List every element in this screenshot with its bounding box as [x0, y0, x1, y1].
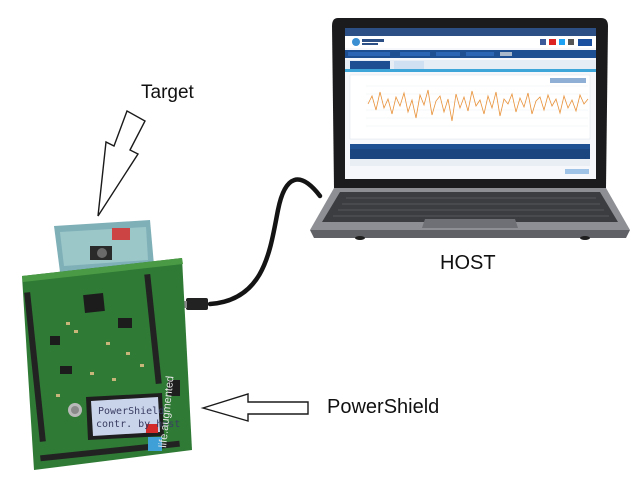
lcd-line-1: PowerShield [98, 406, 164, 417]
arrow-to-target-icon [97, 109, 146, 217]
lcd-screen [91, 397, 160, 436]
usb-cable-icon [177, 177, 323, 310]
lcd-line-2: contr. by host [96, 419, 180, 430]
powershield-label: PowerShield [327, 396, 440, 418]
host-label: HOST [440, 252, 496, 274]
powershield-board: PowerShield contr. by host life.augmente… [22, 220, 192, 470]
arrow-to-powershield-icon [200, 393, 309, 422]
laptop-icon [310, 18, 630, 240]
target-label: Target [141, 82, 194, 103]
plot-line [367, 89, 589, 122]
